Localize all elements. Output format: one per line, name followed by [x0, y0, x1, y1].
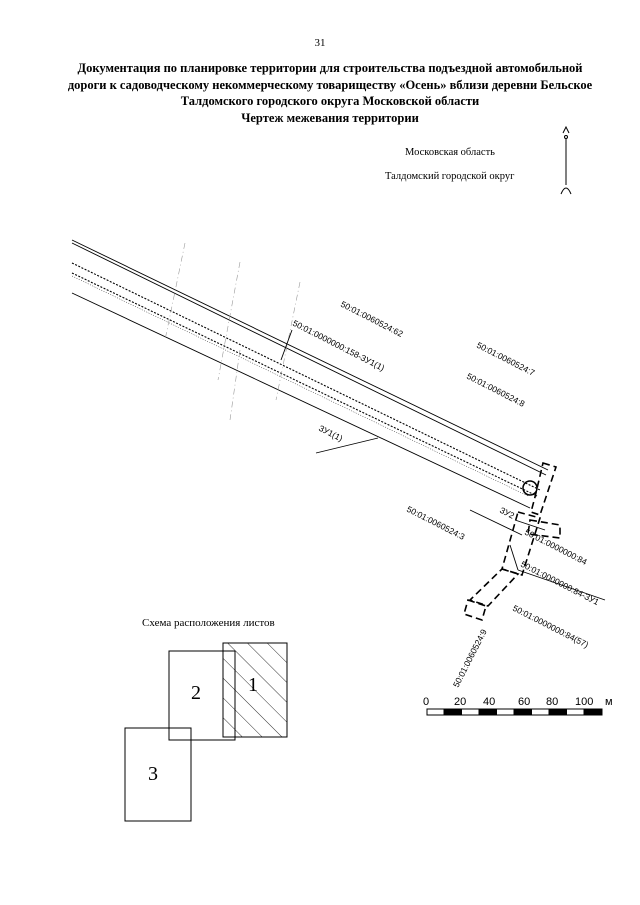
- leader-lines: [280, 329, 606, 601]
- sheet-number-2: 2: [191, 682, 201, 704]
- sheet-number-3: 3: [148, 763, 158, 785]
- title-line-1: Документация по планировке территории дл…: [77, 61, 583, 75]
- boundary-hint-lines: [164, 242, 301, 421]
- title-line-2: дороги к садоводческому некоммерческому …: [67, 77, 593, 92]
- scale-tick-label: 80: [546, 696, 559, 708]
- scale-tick-label: 60: [518, 696, 531, 708]
- sheet-1-rect: [222, 642, 288, 738]
- parcel-label: 50:01:0060524:9: [451, 627, 489, 689]
- parcel-label: 50:01:0000000:84-ЗУ1: [519, 559, 601, 607]
- page-number: 31: [314, 37, 326, 49]
- region-okrug: Талдомский городской округ: [385, 171, 515, 182]
- sheet-3-rect: [124, 727, 192, 822]
- scale-bar: [426, 708, 603, 716]
- region-oblast: Московская область: [405, 147, 495, 158]
- parcel-label: 50:01:0060524:7: [475, 340, 537, 378]
- scheme-title: Схема расположения листов: [142, 617, 275, 629]
- north-arrow-icon: [560, 125, 572, 195]
- scale-tick-label: 20: [454, 696, 467, 708]
- parcel-label: 50:01:0060524:8: [465, 371, 527, 409]
- road-lines: [71, 239, 549, 509]
- parcel-label: 50:01:0000000:84: [523, 527, 589, 567]
- parcel-label: 50:01:0060524:3: [405, 504, 467, 542]
- title-line-4: Чертеж межевания территории: [241, 110, 419, 125]
- scale-unit: м: [605, 696, 613, 708]
- document-title: Документация по планировке территории дл…: [40, 60, 620, 126]
- scale-tick-label: 100: [575, 696, 594, 708]
- parcel-label: 50:01:0000000:84(57): [511, 603, 590, 650]
- parcel-label: ЗУ1(1): [317, 423, 344, 444]
- scale-tick-label: 40: [483, 696, 496, 708]
- parcel-outline-zu: [463, 461, 561, 622]
- title-line-3: Талдомского городского округа Московской…: [180, 94, 480, 108]
- point-marker: [522, 480, 538, 496]
- sheet-number-1: 1: [248, 674, 258, 696]
- scale-tick-label: 0: [423, 696, 430, 708]
- parcel-label: 50:01:0000000:158-ЗУ1(1): [291, 318, 386, 373]
- parcel-label: 50:01:0060524:62: [339, 299, 405, 339]
- sheet-scheme: [124, 642, 288, 822]
- parcel-label: ЗУ2: [498, 505, 516, 521]
